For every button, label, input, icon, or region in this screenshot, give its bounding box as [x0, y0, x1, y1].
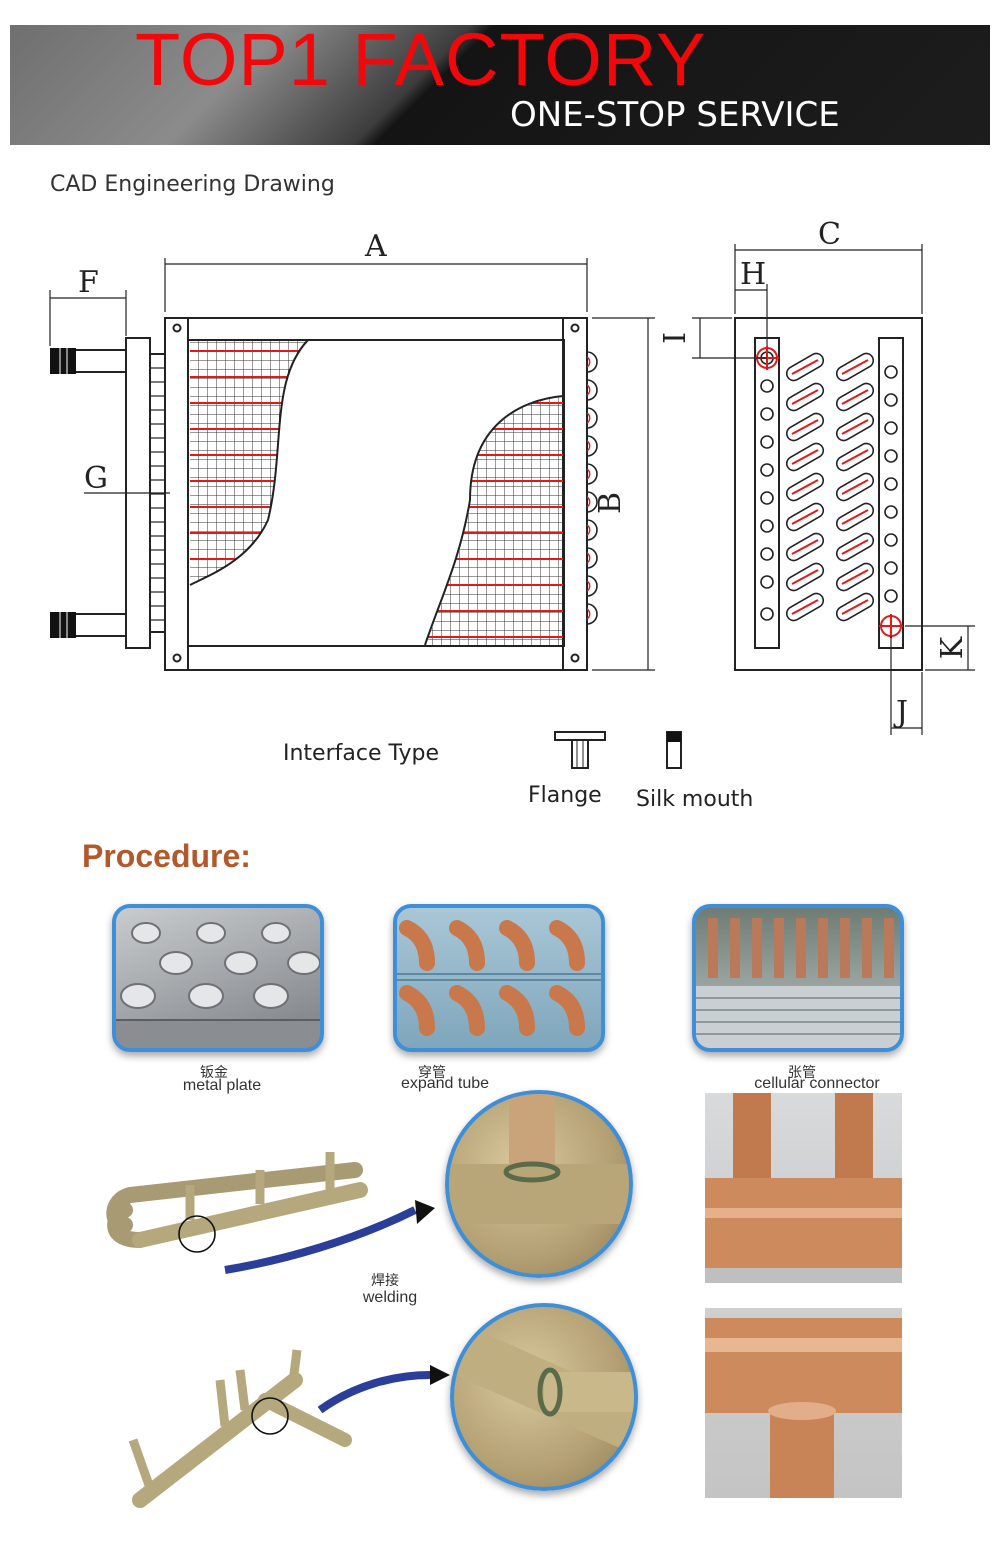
step-2-caption-en: expand tube — [400, 1075, 490, 1092]
step-1-caption-en: metal plate — [182, 1077, 262, 1094]
copper-connector-photo-2 — [705, 1308, 902, 1498]
inlet-pipe — [50, 348, 127, 374]
flange-icon — [554, 731, 606, 769]
dim-label-i: I — [658, 332, 693, 344]
silk-mouth-icon — [666, 731, 682, 769]
banner-subtitle: ONE-STOP SERVICE — [510, 95, 840, 135]
expand-tube-image — [397, 920, 601, 1036]
u-bends — [586, 351, 598, 625]
side-tube-slots — [785, 352, 875, 622]
silk-mouth-label: Silk mouth — [636, 787, 754, 812]
expand-tube-photo — [393, 904, 605, 1052]
left-fin-mesh — [190, 340, 308, 585]
outlet-pipe — [50, 612, 127, 638]
side-port-markers — [755, 346, 903, 638]
interface-type-label: Interface Type — [283, 741, 440, 766]
metal-plate-image — [116, 922, 320, 1048]
dim-label-g: G — [84, 461, 108, 496]
welding-caption-en: welding — [362, 1289, 418, 1306]
header-pipe-illustration-2 — [128, 1349, 450, 1508]
cellular-connector-image — [696, 918, 900, 1048]
side-holes-right — [884, 365, 898, 603]
welding-caption-cn: 焊接 — [371, 1273, 399, 1289]
welding-closeup-2 — [450, 1303, 638, 1491]
welding-closeup-image-1 — [449, 1094, 629, 1224]
header-stubs — [150, 367, 165, 621]
dim-label-f: F — [78, 265, 99, 300]
cellular-connector-photo — [692, 904, 904, 1052]
dim-label-a: A — [364, 229, 387, 264]
copper-connector-image-1 — [705, 1093, 902, 1283]
dim-label-k: K — [935, 636, 970, 659]
step-3-caption-en: cellular connector — [754, 1075, 880, 1092]
header-pipe-illustration-1 — [106, 1152, 435, 1274]
step-2-caption-cn: 穿管 — [418, 1065, 446, 1081]
metal-plate-photo — [112, 904, 324, 1052]
dim-label-c: C — [818, 217, 841, 252]
cad-drawing: A F G B — [49, 217, 975, 735]
step-3-caption-cn: 张管 — [788, 1065, 816, 1081]
procedure-title: Procedure: — [82, 838, 251, 874]
banner-title: TOP1 FACTORY — [135, 25, 707, 101]
welding-closeup-1 — [445, 1090, 633, 1278]
copper-connector-photo-1 — [705, 1093, 902, 1283]
flange-label: Flange — [528, 783, 602, 808]
copper-connector-image-2 — [705, 1318, 902, 1498]
dim-label-j: J — [893, 695, 908, 730]
banner: TOP1 FACTORY ONE-STOP SERVICE — [10, 25, 990, 145]
step-1-caption-cn: 钣金 — [200, 1065, 228, 1081]
right-fin-mesh — [425, 396, 563, 645]
cad-drawing-title: CAD Engineering Drawing — [50, 172, 335, 197]
welding-closeup-image-2 — [454, 1324, 634, 1450]
dim-label-h: H — [740, 257, 766, 292]
dim-label-b: B — [593, 492, 628, 514]
side-holes-left — [760, 351, 774, 621]
